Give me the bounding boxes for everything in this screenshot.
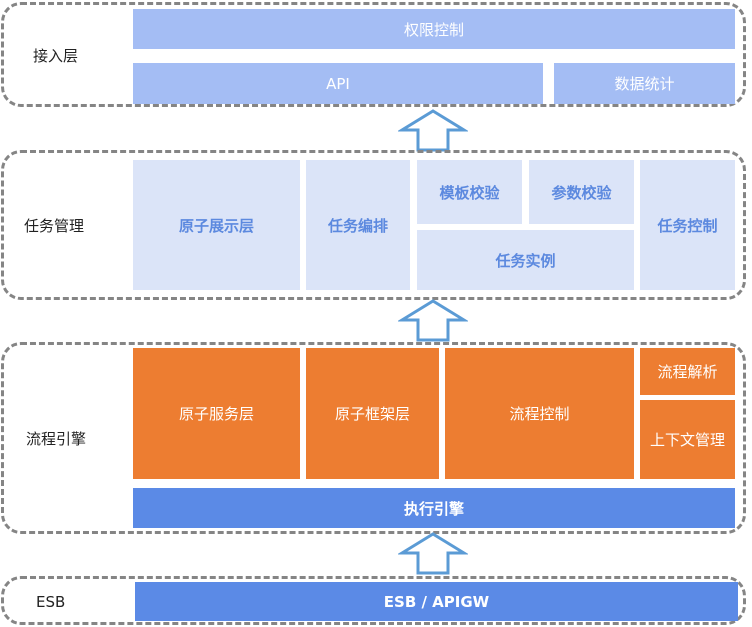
permission-control-box: 权限控制 [133,9,735,49]
esb-layer-frame [1,576,746,625]
param-check-box: 参数校验 [529,160,634,224]
flow-parse-box: 流程解析 [640,348,735,395]
task-layer-frame [1,150,746,300]
access-layer-frame [1,2,746,107]
atom-framework-layer-box: 原子框架层 [306,348,439,479]
template-check-box: 模板校验 [417,160,522,224]
esb-apigw-box: ESB / APIGW [135,582,738,621]
context-management-box: 上下文管理 [640,400,735,479]
flow-control-box: 流程控制 [445,348,634,479]
up-arrow-icon [398,532,468,575]
flow-engine-layer-label: 流程引擎 [26,429,87,448]
esb-layer-label: ESB [36,593,66,611]
data-stats-box: 数据统计 [554,63,735,104]
atom-display-layer-box: 原子展示层 [133,160,300,290]
access-layer-label: 接入层 [33,46,79,65]
up-arrow-icon [398,299,468,342]
task-layer-label: 任务管理 [24,216,85,235]
up-arrow-icon [398,109,468,152]
task-instance-box: 任务实例 [417,230,634,290]
task-control-box: 任务控制 [640,160,735,290]
flow-engine-layer-frame [1,342,746,534]
api-box: API [133,63,543,104]
task-orchestration-box: 任务编排 [306,160,410,290]
execution-engine-box: 执行引擎 [133,488,735,528]
atom-service-layer-box: 原子服务层 [133,348,300,479]
